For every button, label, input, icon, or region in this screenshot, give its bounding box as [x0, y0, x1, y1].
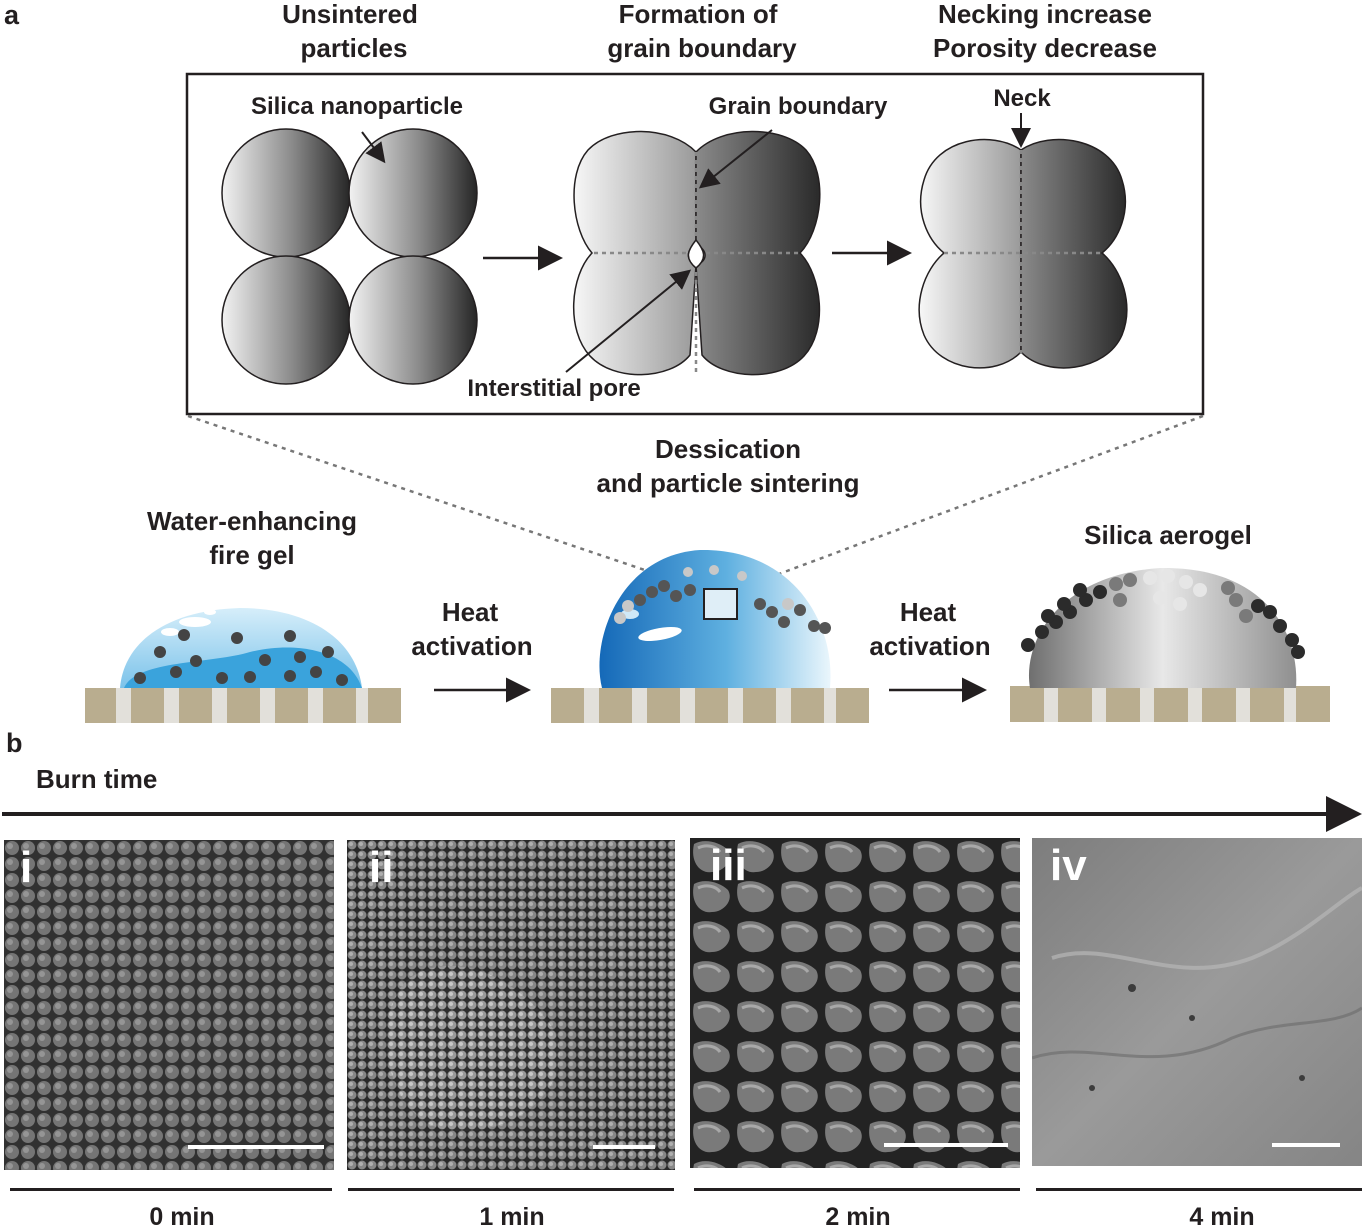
- svg-text:activation: activation: [869, 631, 990, 661]
- numeral-iv: iv: [1050, 841, 1087, 890]
- svg-text:and particle sintering: and particle sintering: [597, 468, 860, 498]
- timeline-segment-0: [10, 1188, 332, 1191]
- timeline-segment-2: [694, 1188, 1020, 1191]
- zoom-line-left: [187, 414, 705, 592]
- svg-text:activation: activation: [411, 631, 532, 661]
- stage-title-unsintered: Unsintered particles: [282, 0, 418, 63]
- numeral-iii: iii: [710, 841, 747, 890]
- silica-aerogel-label: Silica aerogel: [1084, 520, 1252, 550]
- panel-a-diagram: a Unsintered particles Formation of grai…: [4, 0, 1330, 758]
- svg-text:Water-enhancing: Water-enhancing: [147, 506, 357, 536]
- svg-text:particles: particles: [301, 33, 408, 63]
- sem-image-1min: ii: [347, 840, 675, 1170]
- timeline-segment-1: [348, 1188, 674, 1191]
- unsintered-particles: [221, 128, 478, 385]
- svg-text:Heat: Heat: [442, 597, 499, 627]
- scale-bar: [188, 1145, 324, 1149]
- silica-aerogel-mound: [1021, 567, 1305, 688]
- grain-boundary-arrow: [698, 129, 773, 189]
- scale-bar: [593, 1145, 655, 1149]
- numeral-i: i: [20, 843, 33, 892]
- time-label-2min: 2 min: [825, 1203, 891, 1231]
- interstitial-pore-arrow: [565, 269, 692, 373]
- svg-text:fire gel: fire gel: [209, 540, 294, 570]
- zoom-line-right: [735, 414, 1204, 592]
- svg-text:Porosity decrease: Porosity decrease: [933, 33, 1157, 63]
- sem-image-2min: iii: [690, 838, 1020, 1168]
- sem-image-4min: iv: [1032, 838, 1362, 1166]
- svg-text:Unsintered: Unsintered: [282, 0, 418, 29]
- panel-b-label: b: [6, 728, 23, 758]
- burn-time-label: Burn time: [36, 764, 158, 794]
- silica-nanoparticle-callout: Silica nanoparticle: [251, 93, 463, 120]
- timeline-segment-3: [1036, 1188, 1362, 1191]
- time-label-0min: 0 min: [149, 1203, 215, 1231]
- svg-text:Necking increase: Necking increase: [938, 0, 1152, 29]
- silica-nanoparticle-arrow: [361, 131, 386, 164]
- substrate-middle: [551, 688, 869, 723]
- heat-activation-label-1: Heat activation: [411, 597, 532, 661]
- dessication-label: Dessication and particle sintering: [597, 434, 860, 498]
- heat-activation-label-2: Heat activation: [869, 597, 990, 661]
- time-label-1min: 1 min: [479, 1203, 545, 1231]
- sintering-inset-frame: [185, 72, 1205, 416]
- sem-image-0min: i: [4, 840, 334, 1170]
- necked-particles: [918, 138, 1128, 369]
- stage-title-grain-boundary: Formation of grain boundary: [607, 0, 797, 63]
- burn-time-arrow: [2, 796, 1362, 832]
- scale-bar: [1272, 1143, 1340, 1147]
- numeral-ii: ii: [369, 843, 394, 892]
- scale-bar: [884, 1143, 1008, 1147]
- stage-title-necking: Necking increase Porosity decrease: [933, 0, 1157, 63]
- svg-text:Formation of: Formation of: [619, 0, 778, 29]
- svg-text:Heat: Heat: [900, 597, 957, 627]
- substrate-right: [1010, 686, 1330, 722]
- grain-boundary-particles: [573, 130, 821, 376]
- svg-text:Dessication: Dessication: [655, 434, 801, 464]
- substrate-left: [85, 688, 401, 723]
- neck-callout: Neck: [993, 85, 1051, 112]
- dessicating-droplet: [599, 549, 831, 688]
- fire-gel-label: Water-enhancing fire gel: [147, 506, 357, 570]
- interstitial-pore-callout: Interstitial pore: [467, 375, 640, 402]
- svg-text:grain boundary: grain boundary: [607, 33, 797, 63]
- time-label-4min: 4 min: [1189, 1203, 1255, 1231]
- grain-boundary-callout: Grain boundary: [709, 93, 888, 120]
- panel-a-label: a: [4, 0, 20, 30]
- fire-gel-droplet: [120, 608, 362, 688]
